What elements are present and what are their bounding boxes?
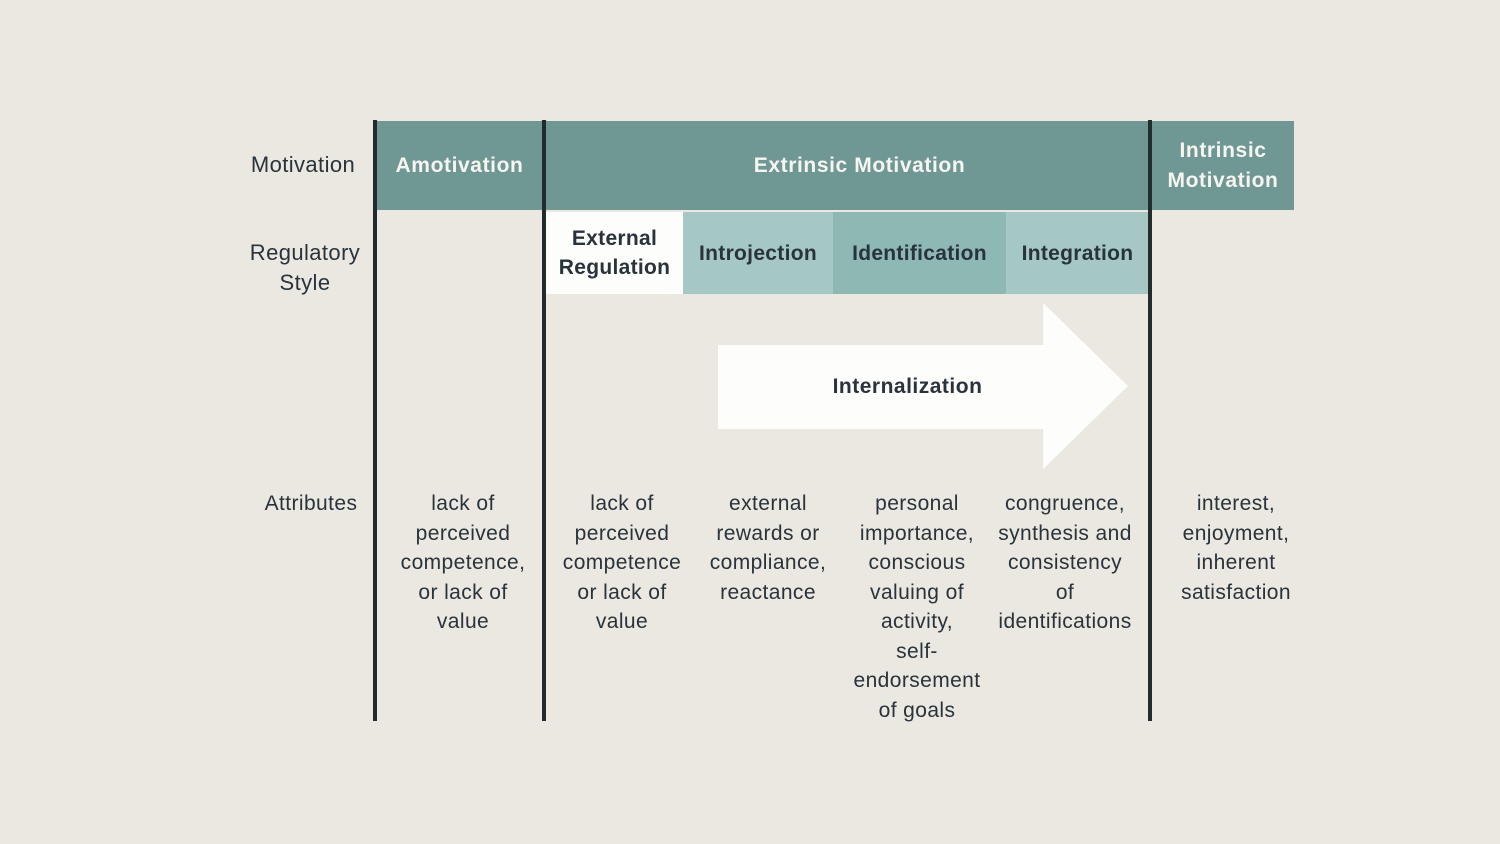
header-label-intrinsic-motivation: Intrinsic Motivation bbox=[1167, 138, 1279, 192]
divider-line-right bbox=[1148, 120, 1152, 721]
regulatory-cell-identification: Identification bbox=[833, 212, 1006, 294]
attribute-text-amotivation: lack of perceived competence, or lack of… bbox=[400, 492, 526, 633]
header-bar-extrinsic-motivation: Extrinsic Motivation bbox=[546, 121, 1149, 210]
header-label-extrinsic-motivation: Extrinsic Motivation bbox=[753, 153, 966, 177]
regulatory-cell-introjection: Introjection bbox=[683, 212, 833, 294]
regulatory-label-integration: Integration bbox=[1021, 241, 1134, 265]
header-bar-amotivation: Amotivation bbox=[377, 121, 542, 210]
row-label-attributes: Attributes bbox=[264, 492, 358, 515]
divider-line-left bbox=[373, 120, 377, 721]
divider-line-middle bbox=[542, 120, 546, 721]
internalization-label: Internalization bbox=[832, 375, 983, 398]
attribute-text-identification: personal importance, conscious valuing o… bbox=[853, 492, 981, 722]
regulatory-cell-external-regulation: External Regulation bbox=[546, 212, 683, 294]
attribute-text-introjection: external rewards or compliance, reactanc… bbox=[709, 492, 827, 604]
header-label-amotivation: Amotivation bbox=[395, 153, 524, 177]
header-bar-intrinsic-motivation: Intrinsic Motivation bbox=[1152, 121, 1294, 210]
attribute-text-external-regulation: lack of perceived competence or lack of … bbox=[562, 492, 682, 633]
row-label-motivation: Motivation bbox=[250, 152, 356, 177]
regulatory-label-introjection: Introjection bbox=[699, 241, 817, 265]
regulatory-label-external-regulation: External Regulation bbox=[558, 227, 671, 279]
row-label-regulatory-style: Regulatory Style bbox=[249, 240, 361, 295]
regulatory-label-identification: Identification bbox=[852, 241, 987, 265]
attribute-text-integration: congruence, synthesis and consistency of… bbox=[998, 492, 1132, 633]
regulatory-cell-integration: Integration bbox=[1006, 212, 1149, 294]
attribute-text-intrinsic-motivation: interest, enjoyment, inherent satisfacti… bbox=[1181, 492, 1291, 604]
